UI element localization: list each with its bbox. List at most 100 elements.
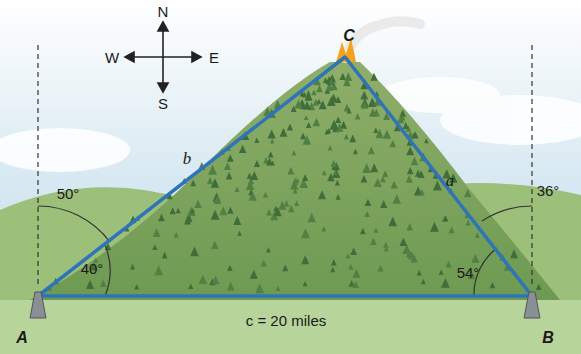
tree	[227, 265, 233, 271]
tree	[419, 189, 425, 195]
tree	[250, 270, 258, 279]
smoke	[345, 21, 420, 58]
tree	[176, 208, 181, 213]
tree	[219, 207, 227, 216]
tree	[211, 210, 220, 220]
tree	[430, 222, 439, 232]
tree	[347, 108, 352, 114]
compass-letter: N	[158, 4, 169, 19]
tree	[490, 282, 496, 288]
tree	[360, 91, 368, 100]
tree	[364, 211, 369, 217]
tree	[365, 199, 372, 206]
tree	[417, 270, 422, 276]
tree	[339, 73, 346, 80]
tree	[383, 130, 391, 139]
ground	[0, 300, 581, 354]
tree	[292, 178, 299, 185]
tree	[475, 233, 480, 238]
tree	[441, 278, 450, 288]
tree	[255, 283, 264, 293]
tree	[333, 170, 338, 175]
tree	[224, 162, 231, 170]
tree	[237, 231, 242, 236]
tree	[276, 286, 281, 291]
tree	[380, 176, 386, 182]
tree	[316, 85, 323, 92]
tree	[268, 151, 274, 157]
tree	[330, 93, 338, 102]
tree	[226, 172, 233, 179]
compass	[125, 22, 201, 92]
tree	[344, 72, 352, 81]
tree	[353, 149, 358, 154]
tree	[433, 181, 442, 191]
trees	[47, 72, 541, 293]
tree	[268, 129, 276, 138]
tree	[239, 145, 247, 153]
tree	[301, 229, 310, 239]
tree	[510, 249, 518, 258]
tree	[154, 265, 163, 275]
tree	[344, 134, 349, 140]
tree	[235, 187, 240, 193]
tree	[327, 173, 335, 181]
vertex-label: C	[343, 28, 355, 44]
tree	[270, 139, 275, 144]
tree	[211, 241, 218, 249]
tree	[158, 214, 165, 221]
tree	[370, 238, 377, 245]
tree	[335, 180, 340, 186]
tree	[207, 177, 214, 184]
tree	[288, 205, 295, 212]
tree	[384, 246, 389, 251]
tree	[303, 281, 308, 286]
tree	[330, 267, 335, 272]
tree	[370, 163, 378, 172]
tree	[254, 160, 260, 167]
compass-letter: S	[158, 96, 168, 111]
tree	[323, 77, 328, 83]
tree	[406, 223, 413, 230]
tree	[411, 157, 419, 166]
tree	[443, 215, 448, 221]
tree	[374, 227, 379, 232]
tree	[449, 227, 455, 234]
tree	[301, 255, 309, 264]
tree	[304, 115, 309, 120]
tree	[330, 120, 339, 130]
angle-label: 50°	[57, 186, 80, 201]
tree	[360, 228, 366, 234]
tree	[191, 208, 196, 213]
tree	[227, 282, 235, 291]
tree	[331, 259, 337, 265]
tree	[302, 174, 308, 181]
vertex-label: A	[16, 330, 28, 346]
tree	[294, 99, 302, 108]
tree	[300, 133, 306, 140]
tree	[100, 280, 107, 287]
tree	[199, 275, 207, 284]
angle-label: 54°	[457, 265, 480, 280]
tree	[318, 190, 326, 199]
tree	[188, 284, 193, 290]
tree	[388, 217, 397, 227]
tree	[389, 140, 396, 147]
tree	[332, 169, 341, 179]
tree	[212, 275, 220, 284]
tree	[373, 128, 378, 134]
tree	[303, 135, 312, 145]
tree	[162, 252, 168, 259]
tree	[412, 131, 418, 138]
tree	[374, 178, 382, 187]
tree	[246, 181, 254, 190]
tree	[536, 284, 542, 290]
tree	[329, 78, 334, 84]
tree	[263, 192, 268, 198]
angle-arcs	[38, 206, 532, 296]
tree	[369, 108, 377, 117]
tree	[391, 181, 398, 189]
